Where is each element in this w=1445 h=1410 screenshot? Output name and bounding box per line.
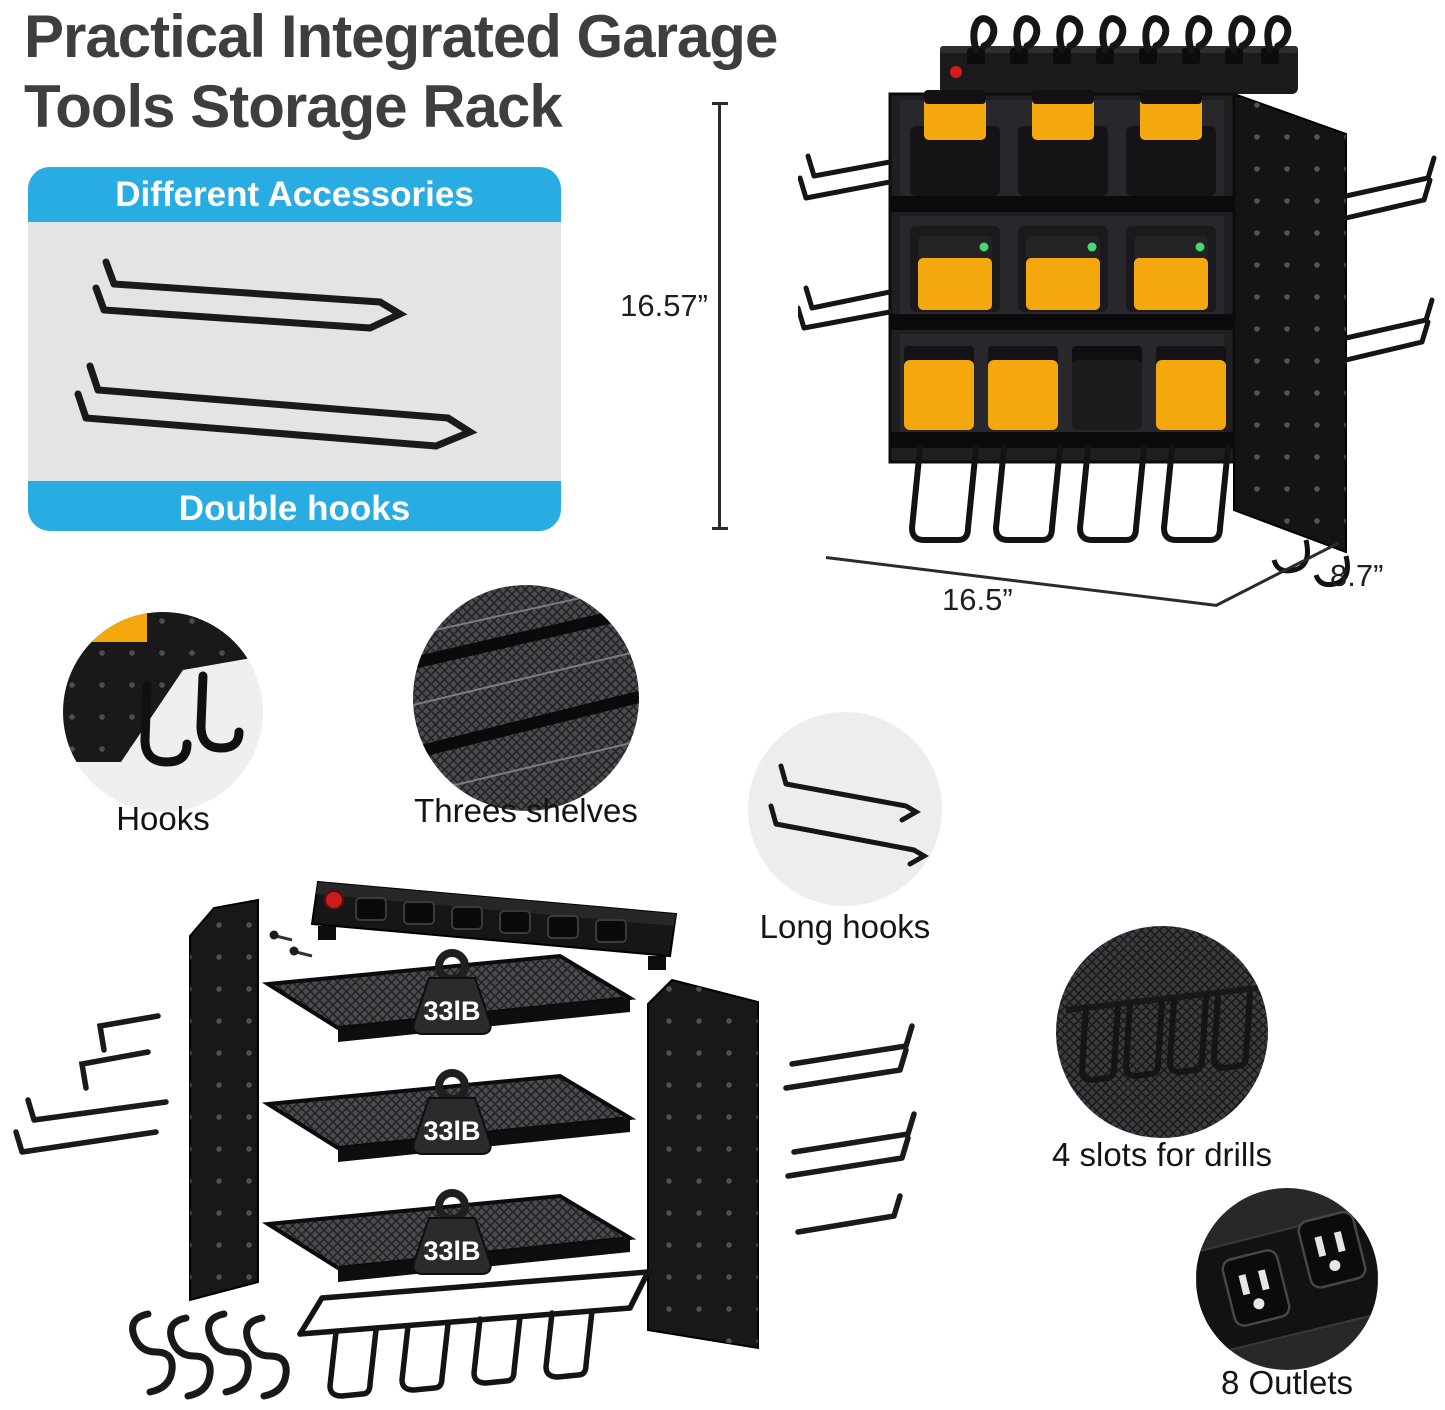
exploded-view: 33lB 33lB 33lB xyxy=(13,880,917,1410)
shelves-detail-drawing xyxy=(413,585,639,811)
outlet-icon xyxy=(1221,1249,1291,1327)
bottom-shelf-batteries xyxy=(904,346,1226,430)
right-hooks xyxy=(783,1023,917,1235)
bottom-hook-icon xyxy=(1313,555,1350,588)
charger-battery-unit xyxy=(1018,226,1108,312)
weight-label: 33lB xyxy=(423,996,480,1026)
middle-shelf-chargers xyxy=(910,226,1216,312)
callout-long-hooks-label: Long hooks xyxy=(759,908,931,945)
double-hook-top xyxy=(92,258,408,332)
double-hook-bottom xyxy=(74,362,478,450)
battery-pack xyxy=(1072,346,1142,430)
weight-label: 33lB xyxy=(423,1116,480,1146)
weight-capacity-icon: 33lB xyxy=(412,949,492,1035)
long-hook-icon xyxy=(768,763,929,867)
wire-drill-slots xyxy=(908,445,1231,543)
left-side-hooks xyxy=(798,153,893,331)
charger-battery-unit xyxy=(910,90,1000,196)
outlets-drawing xyxy=(1196,1204,1378,1360)
hook-icon xyxy=(140,671,244,767)
battery-pack xyxy=(988,346,1058,430)
page-title-line2: Tools Storage Rack xyxy=(24,73,563,141)
weight-label: 33lB xyxy=(423,1236,480,1266)
power-strip xyxy=(310,880,678,970)
charger-battery-unit xyxy=(910,226,1000,312)
drill-slots-drawing xyxy=(1056,926,1268,1138)
bottom-wire-rack xyxy=(297,1269,651,1399)
width-dimension-label: 16.5” xyxy=(942,582,1013,617)
callout-drill-slots-label: 4 slots for drills xyxy=(1051,1136,1273,1173)
height-dimension-line xyxy=(712,102,728,530)
callout-shelves xyxy=(413,585,639,811)
pegboard-panel-right xyxy=(647,978,759,1350)
right-side-hooks xyxy=(1343,155,1437,363)
screw-icon xyxy=(269,930,313,958)
callout-drill-slots xyxy=(1056,926,1268,1138)
accessories-panel-footer: Double hooks xyxy=(28,481,561,531)
s-hooks xyxy=(133,1314,287,1396)
charger-battery-unit xyxy=(1126,90,1216,196)
power-switch xyxy=(324,890,344,910)
battery-pack xyxy=(904,346,974,430)
bottom-hook-icon xyxy=(1271,539,1310,574)
callout-shelves-label: Threes shelves xyxy=(414,792,638,829)
product-photo xyxy=(798,0,1437,588)
battery-pack xyxy=(1156,346,1226,430)
accessories-panel: Different Accessories xyxy=(28,167,561,531)
pegboard-panel-left xyxy=(189,898,259,1302)
page-title: Practical Integrated Garage Tools Storag… xyxy=(24,2,778,142)
power-switch-light xyxy=(950,66,962,78)
battery-pack xyxy=(77,612,147,642)
charger-battery-unit xyxy=(1126,226,1216,312)
left-hooks xyxy=(13,1013,169,1155)
height-dimension-label: 16.57” xyxy=(620,288,708,323)
top-shelf-chargers xyxy=(910,90,1216,196)
hooks-detail-drawing xyxy=(63,612,263,767)
page-title-line1: Practical Integrated Garage xyxy=(24,3,778,70)
depth-dimension-label: 8.7” xyxy=(1330,558,1384,593)
pegboard-side-panel xyxy=(1233,92,1350,588)
wire-slot-icon xyxy=(1078,991,1253,1084)
double-hooks-drawing xyxy=(74,258,478,450)
callout-long-hooks xyxy=(748,712,942,906)
callout-hooks-label: Hooks xyxy=(116,800,210,837)
accessories-panel-header: Different Accessories xyxy=(28,167,561,222)
charger-battery-unit xyxy=(1018,90,1108,196)
callout-outlets xyxy=(1196,1188,1378,1370)
double-hooks-graphic xyxy=(28,222,561,481)
power-strip xyxy=(940,19,1298,94)
weight-capacity-icon: 33lB xyxy=(412,1189,492,1275)
outlet-icon xyxy=(1297,1210,1367,1289)
callout-hooks xyxy=(63,612,263,812)
weight-capacity-icon: 33lB xyxy=(412,1069,492,1155)
callout-outlets-label: 8 Outlets xyxy=(1220,1364,1354,1401)
long-hooks-drawing xyxy=(768,763,929,867)
